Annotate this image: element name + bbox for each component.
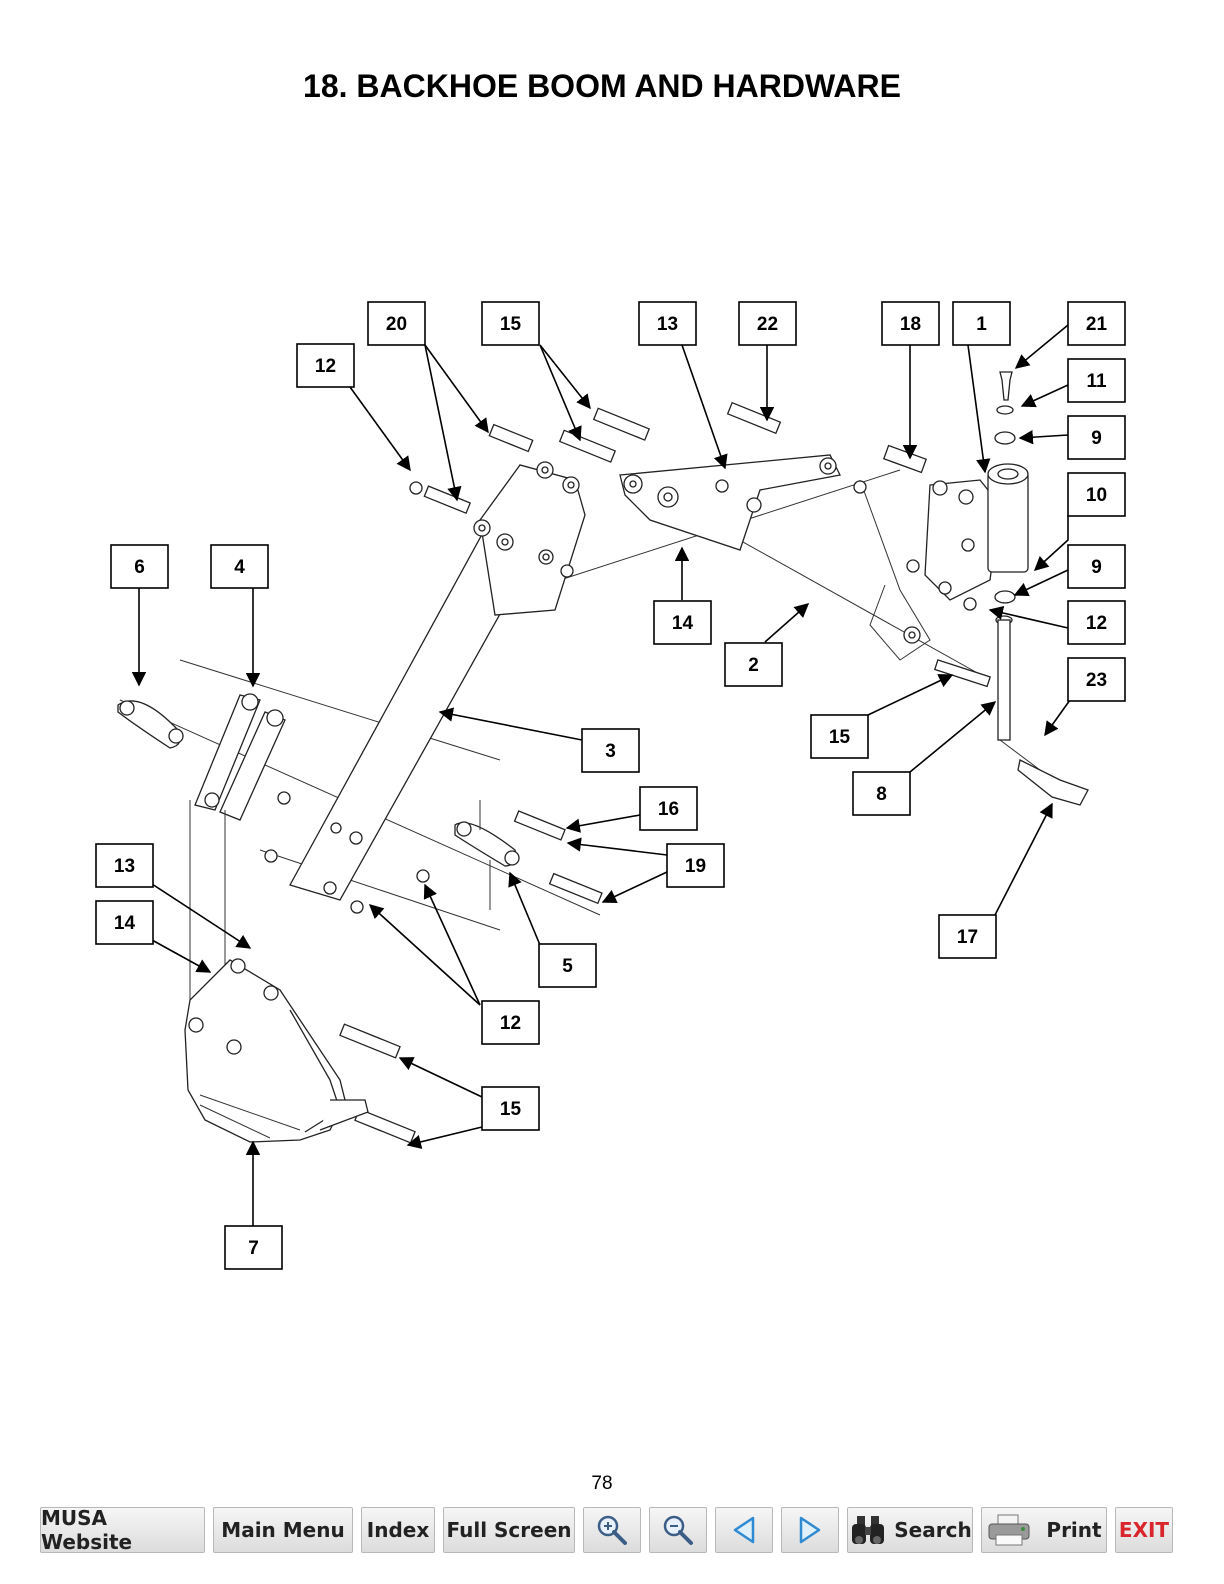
callout-14-mid-label: 14: [672, 613, 694, 634]
callout-3-label: 3: [605, 741, 616, 762]
zoom-in-button[interactable]: [583, 1507, 641, 1553]
callout-15-right-label: 15: [829, 727, 851, 748]
search-button[interactable]: Search: [847, 1507, 973, 1553]
print-label: Print: [1046, 1518, 1101, 1542]
callout-17: 17: [939, 915, 996, 958]
callout-23: 23: [1068, 658, 1125, 701]
previous-page-button[interactable]: [715, 1507, 773, 1553]
callout-18-label: 18: [900, 314, 921, 335]
callout-7-label: 7: [248, 1238, 259, 1259]
callout-22: 22: [739, 302, 796, 345]
callout-15-top: 15: [482, 302, 539, 345]
callout-16: 16: [640, 787, 697, 830]
callout-8: 8: [853, 772, 910, 815]
callout-9-a-label: 9: [1091, 428, 1102, 449]
main-menu-button[interactable]: Main Menu: [213, 1507, 353, 1553]
callout-8-label: 8: [876, 784, 887, 805]
callout-14-left: 14: [96, 901, 153, 944]
callout-6: 6: [111, 545, 168, 588]
zoom-out-icon: [661, 1513, 695, 1547]
zoom-in-icon: [595, 1513, 629, 1547]
exploded-parts-diagram: 20 15 13 22 18 1 21 12: [0, 0, 1224, 1470]
search-label: Search: [894, 1518, 971, 1542]
binoculars-icon: [848, 1513, 888, 1547]
callout-22-label: 22: [757, 314, 778, 335]
callout-13-left: 13: [96, 844, 153, 887]
callout-4: 4: [211, 545, 268, 588]
callout-19: 19: [667, 844, 724, 887]
boom-arm: [290, 462, 585, 900]
callout-13-left-label: 13: [114, 856, 135, 877]
callout-1-label: 1: [976, 314, 987, 335]
printer-icon: [986, 1513, 1032, 1547]
callout-4-label: 4: [234, 557, 245, 578]
swing-frame: [884, 372, 1088, 805]
callout-15-top-label: 15: [500, 314, 522, 335]
callout-9-a: 9: [1068, 416, 1125, 459]
page-number: 78: [0, 1473, 1204, 1495]
callout-15-bottom-label: 15: [500, 1099, 522, 1120]
callout-9-b-label: 9: [1091, 557, 1102, 578]
callout-5: 5: [539, 944, 596, 987]
callout-2: 2: [725, 643, 782, 686]
callout-14-mid: 14: [654, 601, 711, 644]
callout-11-label: 11: [1086, 371, 1107, 392]
callout-7: 7: [225, 1226, 282, 1269]
callout-20: 20: [368, 302, 425, 345]
callout-20-label: 20: [386, 314, 407, 335]
callout-10-label: 10: [1086, 485, 1107, 506]
index-button[interactable]: Index: [361, 1507, 435, 1553]
callout-23-label: 23: [1086, 670, 1107, 691]
next-page-button[interactable]: [781, 1507, 839, 1553]
callout-12-top-label: 12: [315, 356, 336, 377]
callout-14-left-label: 14: [114, 913, 136, 934]
callout-1: 1: [953, 302, 1010, 345]
callout-6-label: 6: [134, 557, 145, 578]
callout-19-label: 19: [685, 856, 706, 877]
callout-12-top: 12: [297, 344, 354, 387]
callout-11: 11: [1068, 359, 1125, 402]
callout-3: 3: [582, 729, 639, 772]
callout-12-right: 12: [1068, 601, 1125, 644]
print-button[interactable]: Print: [981, 1507, 1107, 1553]
callout-17-label: 17: [957, 927, 978, 948]
callout-2-label: 2: [748, 655, 759, 676]
callout-15-right: 15: [811, 715, 868, 758]
callout-12-bottom-label: 12: [500, 1013, 521, 1034]
bucket: [185, 959, 368, 1142]
callout-10: 10: [1068, 473, 1125, 516]
callout-12-bottom: 12: [482, 1001, 539, 1044]
callout-21: 21: [1068, 302, 1125, 345]
arrow-right-icon: [797, 1515, 823, 1545]
navigation-toolbar: MUSA Website Main Menu Index Full Screen: [0, 1507, 1224, 1555]
musa-website-button[interactable]: MUSA Website: [40, 1507, 205, 1553]
arrow-left-icon: [731, 1515, 757, 1545]
callout-13-top: 13: [639, 302, 696, 345]
callout-18: 18: [882, 302, 939, 345]
callout-12-right-label: 12: [1086, 613, 1107, 634]
callout-15-bottom: 15: [482, 1087, 539, 1130]
zoom-out-button[interactable]: [649, 1507, 707, 1553]
exit-button[interactable]: EXIT: [1115, 1507, 1173, 1553]
callout-21-label: 21: [1086, 314, 1108, 335]
callout-9-b: 9: [1068, 545, 1125, 588]
callout-16-label: 16: [658, 799, 679, 820]
full-screen-button[interactable]: Full Screen: [443, 1507, 575, 1553]
callout-5-label: 5: [562, 956, 573, 977]
callout-13-top-label: 13: [657, 314, 678, 335]
